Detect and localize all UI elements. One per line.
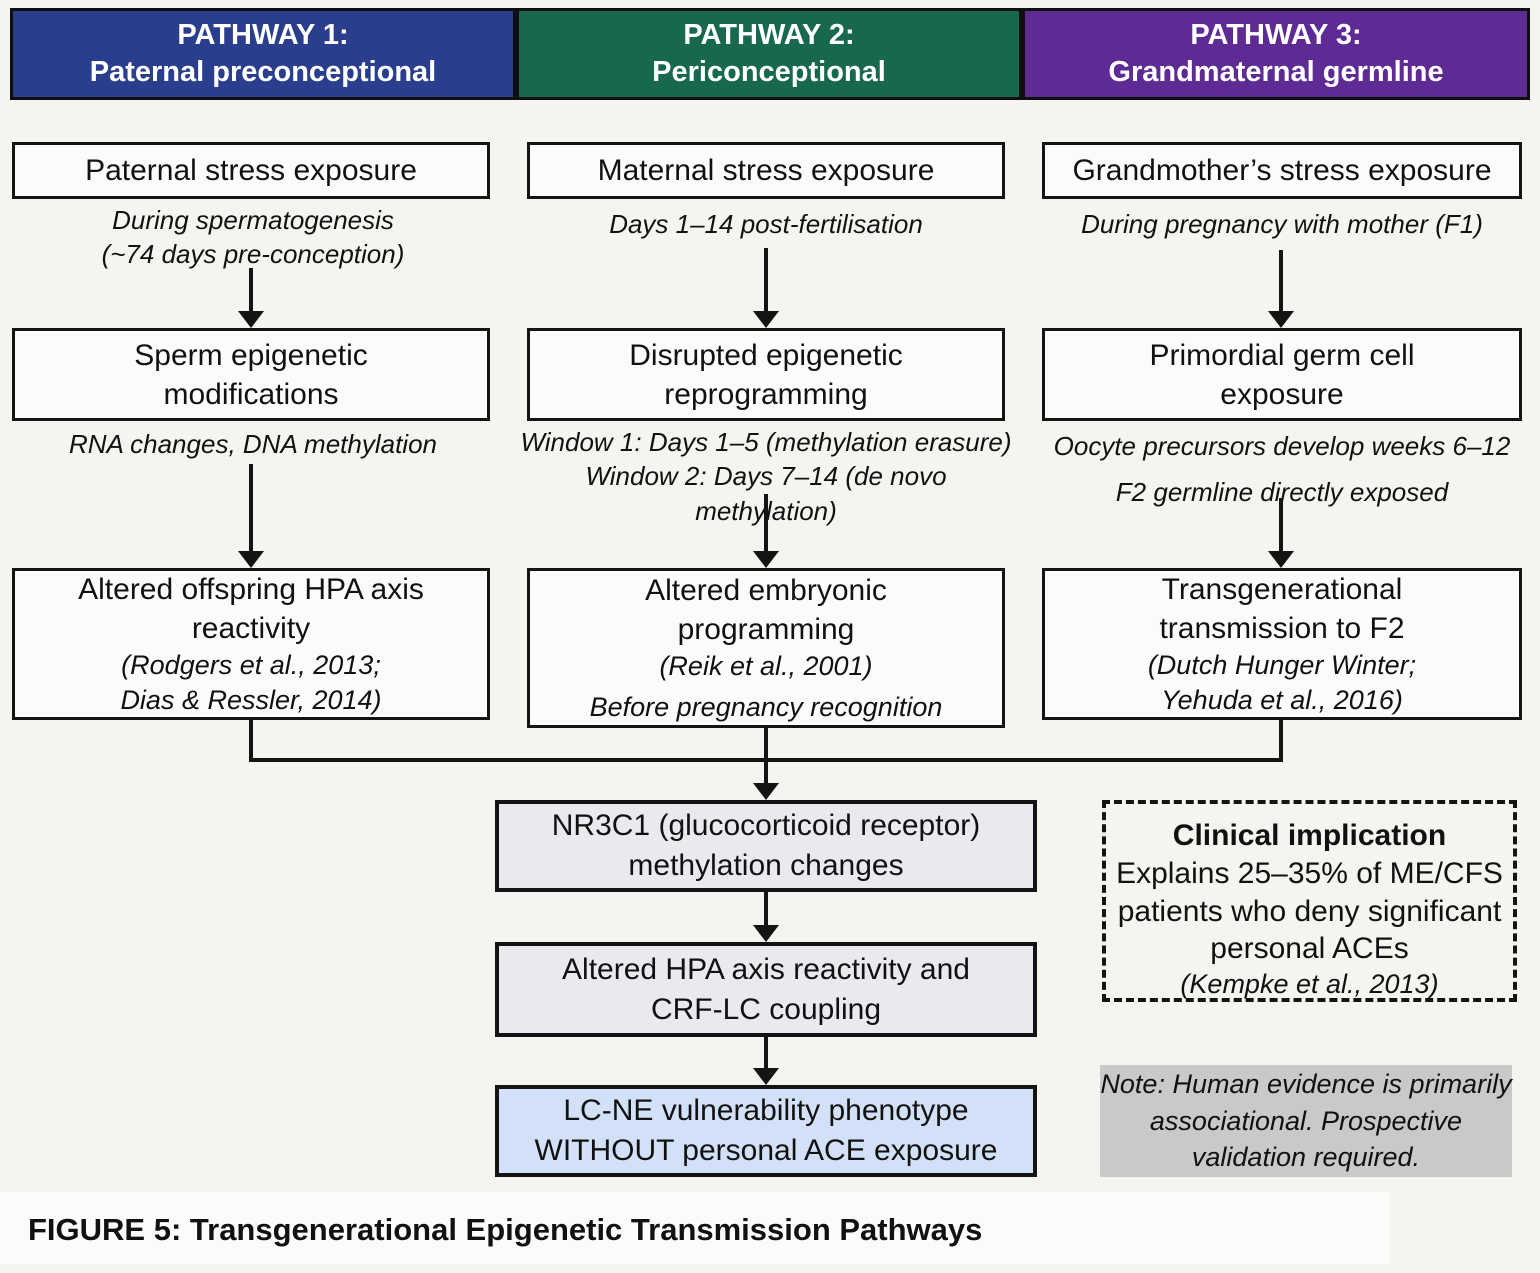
down-arrow-icon: [238, 268, 264, 328]
pathway3-header: PATHWAY 3: Grandmaternal germline: [1022, 8, 1530, 100]
box-extra-note: Before pregnancy recognition: [589, 692, 943, 723]
grandmaternal-mechanism-note: Oocyte precursors develop weeks 6–12 F2 …: [1053, 431, 1511, 507]
grandmaternal-timing-note: During pregnancy with mother (F1): [1081, 209, 1483, 239]
down-arrow-icon: [1268, 250, 1294, 328]
figure-caption: FIGURE 5: Transgenerational Epigenetic T…: [28, 1212, 983, 1247]
transgenerational-transmission-box: Transgenerational transmission to F2 (Du…: [1042, 568, 1522, 720]
maternal-stress-exposure-box: Maternal stress exposure: [527, 142, 1005, 199]
box-title: Transgenerational transmission to F2: [1159, 573, 1405, 646]
down-arrow-icon: [753, 248, 779, 328]
connector-drop-right: [1279, 719, 1283, 762]
pathway2-header: PATHWAY 2: Periconceptional: [516, 8, 1022, 100]
down-arrow-icon: [753, 892, 779, 942]
box-title: Altered embryonic programming: [645, 573, 887, 646]
box-citation: (Dutch Hunger Winter; Yehuda et al., 201…: [1147, 650, 1417, 715]
evidence-note-box: Note: Human evidence is primarily associ…: [1100, 1065, 1512, 1177]
down-arrow-icon: [753, 494, 779, 568]
altered-offspring-hpa-box: Altered offspring HPA axis reactivity (R…: [12, 568, 490, 720]
caption-background: [0, 1192, 1390, 1264]
hpa-crf-lc-coupling-box: Altered HPA axis reactivity and CRF-LC c…: [495, 942, 1037, 1037]
down-arrow-icon: [238, 464, 264, 568]
clinical-implication-citation: (Kempke et al., 2013): [1180, 968, 1439, 999]
clinical-implication-title: Clinical implication: [1172, 819, 1447, 852]
nr3c1-methylation-box: NR3C1 (glucocorticoid receptor) methylat…: [495, 800, 1037, 892]
down-arrow-icon: [1268, 498, 1294, 568]
clinical-implication-body: Explains 25–35% of ME/CFS patients who d…: [1116, 857, 1503, 965]
disrupted-epigenetic-reprogramming-box: Disrupted epigenetic reprogramming: [527, 328, 1005, 421]
pathway1-header: PATHWAY 1: Paternal preconceptional: [10, 8, 516, 100]
paternal-timing-note: During spermatogenesis (~74 days pre-con…: [101, 205, 405, 270]
maternal-timing-note: Days 1–14 post-fertilisation: [609, 209, 923, 239]
down-arrow-icon: [753, 727, 779, 800]
clinical-implication-box: Clinical implication Explains 25–35% of …: [1102, 800, 1517, 1002]
connector-drop-left: [249, 719, 253, 762]
box-citation: (Reik et al., 2001): [659, 650, 873, 681]
primordial-germ-cell-box: Primordial germ cell exposure: [1042, 328, 1522, 421]
paternal-mechanism-note: RNA changes, DNA methylation: [68, 429, 437, 459]
altered-embryonic-programming-box: Altered embryonic programming (Reik et a…: [527, 568, 1005, 728]
sperm-epigenetic-modifications-box: Sperm epigenetic modifications: [12, 328, 490, 421]
paternal-stress-exposure-box: Paternal stress exposure: [12, 142, 490, 199]
box-title: Altered offspring HPA axis reactivity: [78, 573, 424, 646]
down-arrow-icon: [753, 1037, 779, 1085]
lc-ne-phenotype-box: LC-NE vulnerability phenotype WITHOUT pe…: [495, 1085, 1037, 1177]
grandmother-stress-exposure-box: Grandmother’s stress exposure: [1042, 142, 1522, 199]
box-citation: (Rodgers et al., 2013; Dias & Ressler, 2…: [120, 650, 382, 715]
